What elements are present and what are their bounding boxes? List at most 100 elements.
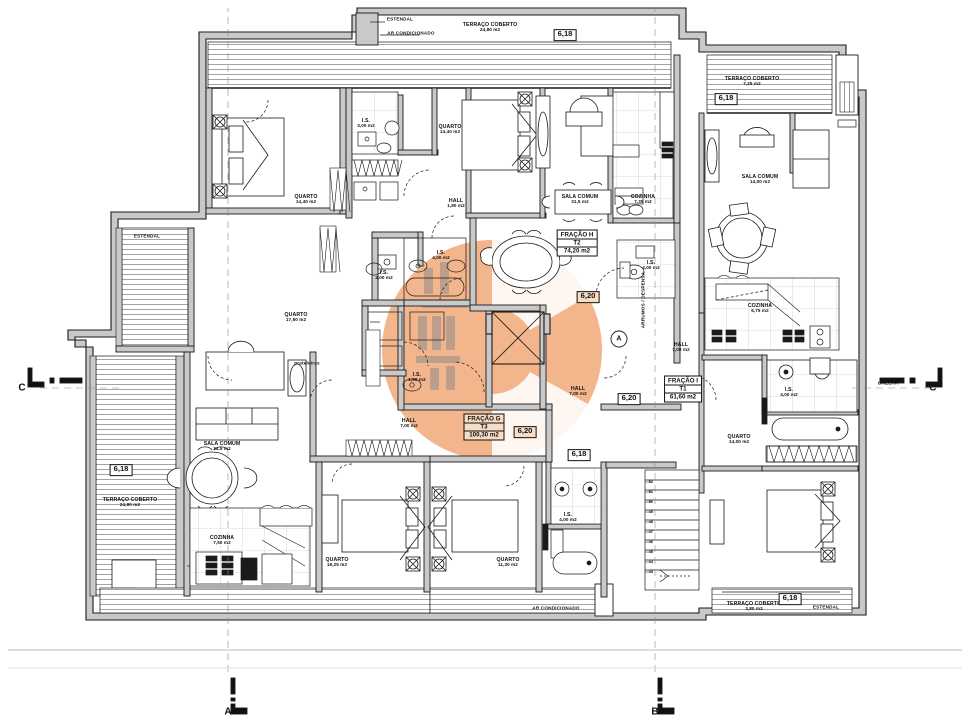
annotation-text: AR CONDICIONADO [387, 30, 435, 36]
room-label: I.S.3,00 m2 [357, 118, 375, 129]
fraction-header: FRAÇÃO H [557, 231, 597, 240]
room-label: I.S.3,00 m2 [375, 270, 393, 281]
room-area: 1,80 m2 [447, 203, 465, 209]
room-name: TERRAÇO COBERTO [462, 21, 518, 28]
stair-tread-number: 50 [648, 500, 654, 504]
fraction-typology: T2 [557, 240, 597, 248]
room-name: SALA COMUM [741, 173, 779, 180]
fraction-area: 74,20 m2 [563, 247, 591, 255]
dining-table-top-mid [541, 182, 625, 222]
room-area: 1,90 m2 [408, 377, 426, 383]
annotation-text: ESTENDAL [812, 604, 840, 610]
room-name: COZINHA [209, 534, 235, 541]
terrace-bottom-left [99, 583, 614, 617]
terrace-top-right [706, 54, 859, 128]
room-area: 14,00 m2 [749, 179, 771, 185]
room-label: I.S.4,00 m2 [559, 512, 577, 523]
stair-tread-number: 45 [648, 550, 654, 554]
terrace-top [207, 12, 672, 89]
wc-midright [616, 239, 676, 299]
stair-tread-number: 46 [648, 540, 654, 544]
room-area: 11,30 m2 [498, 562, 518, 568]
interior-walls [115, 54, 859, 598]
room-name: TERRAÇO COBERTO [726, 600, 782, 607]
furniture-bedroom-right [709, 481, 841, 563]
room-area: 31,5 m2 [571, 199, 589, 205]
annotation-text: ARRUMOS / DESPENSA [640, 271, 646, 329]
room-name: I.S. [784, 386, 794, 393]
room-name: QUARTO [496, 556, 520, 563]
section-tick-marks [27, 367, 943, 715]
annotation-text: AR CONDICIONADO [532, 605, 580, 611]
room-area: 4,00 m2 [559, 517, 577, 523]
room-name: QUARTO [438, 123, 462, 130]
room-name: HALL [570, 385, 586, 392]
stair-tread-number: 47 [648, 530, 654, 534]
room-name: HALL [448, 197, 464, 204]
elevation-marker: 6,18 [714, 93, 738, 105]
bath-bottom [542, 467, 602, 575]
room-area: 4,00 m2 [432, 255, 450, 261]
wardrobes [319, 167, 857, 463]
fraction-header: FRAÇÃO I [665, 377, 701, 386]
room-name: SALA COMUM [561, 193, 599, 200]
room-area: 18,25 m2 [326, 562, 348, 568]
stair-tread-number: 43 [648, 570, 654, 574]
elevator-shaft [485, 311, 551, 365]
room-name: QUARTO [284, 311, 308, 318]
section-marker-a: A [224, 706, 232, 718]
furniture-bedroom-tl [212, 114, 285, 199]
bath-top-left [351, 91, 403, 201]
stairwell [644, 469, 700, 591]
stair-tread-ticks [645, 481, 652, 573]
kitchen-right [704, 275, 840, 351]
room-name: HALL [401, 417, 417, 424]
fraction-header: FRAÇÃO G [464, 415, 504, 424]
room-area: 4,00 m2 [642, 265, 660, 271]
room-area: 7,00 m2 [569, 391, 587, 397]
room-area: 7,50 m2 [213, 540, 231, 546]
room-area: 17,50 m2 [285, 317, 307, 323]
elevation-marker: 6,18 [109, 464, 133, 476]
room-label: I.S.1,90 m2 [408, 371, 426, 383]
room-name: I.S. [412, 371, 422, 378]
room-area: 3,00 m2 [375, 275, 393, 281]
terrace-left-upper [115, 227, 195, 347]
room-area: 3,80 m2 [745, 606, 763, 612]
elevation-marker: 6,20 [576, 291, 600, 303]
section-marker-b: B [651, 706, 659, 718]
room-name: COZINHA [630, 193, 656, 200]
room-label: I.S.4,00 m2 [780, 386, 798, 398]
room-name: TERRAÇO COBERTO [102, 496, 158, 503]
stair-tread-number: 49 [648, 510, 654, 514]
room-area: 6,75 m2 [751, 308, 769, 314]
room-area: 14,40 m2 [295, 199, 317, 205]
elevation-marker: 6,20 [617, 393, 641, 405]
elevation-marker: 6,18 [778, 593, 802, 605]
room-area: 24,80 m2 [119, 502, 141, 508]
axis-guides [40, 8, 930, 672]
callout-label: A [616, 335, 622, 343]
room-area: 24,80 m2 [479, 27, 501, 33]
elevation-marker: 6,18 [567, 449, 591, 461]
room-name: I.S. [646, 259, 656, 266]
annotation-text: ESTENDAL [386, 16, 414, 22]
kitchen-left [186, 505, 313, 587]
section-marker-cp: C' [929, 382, 939, 394]
